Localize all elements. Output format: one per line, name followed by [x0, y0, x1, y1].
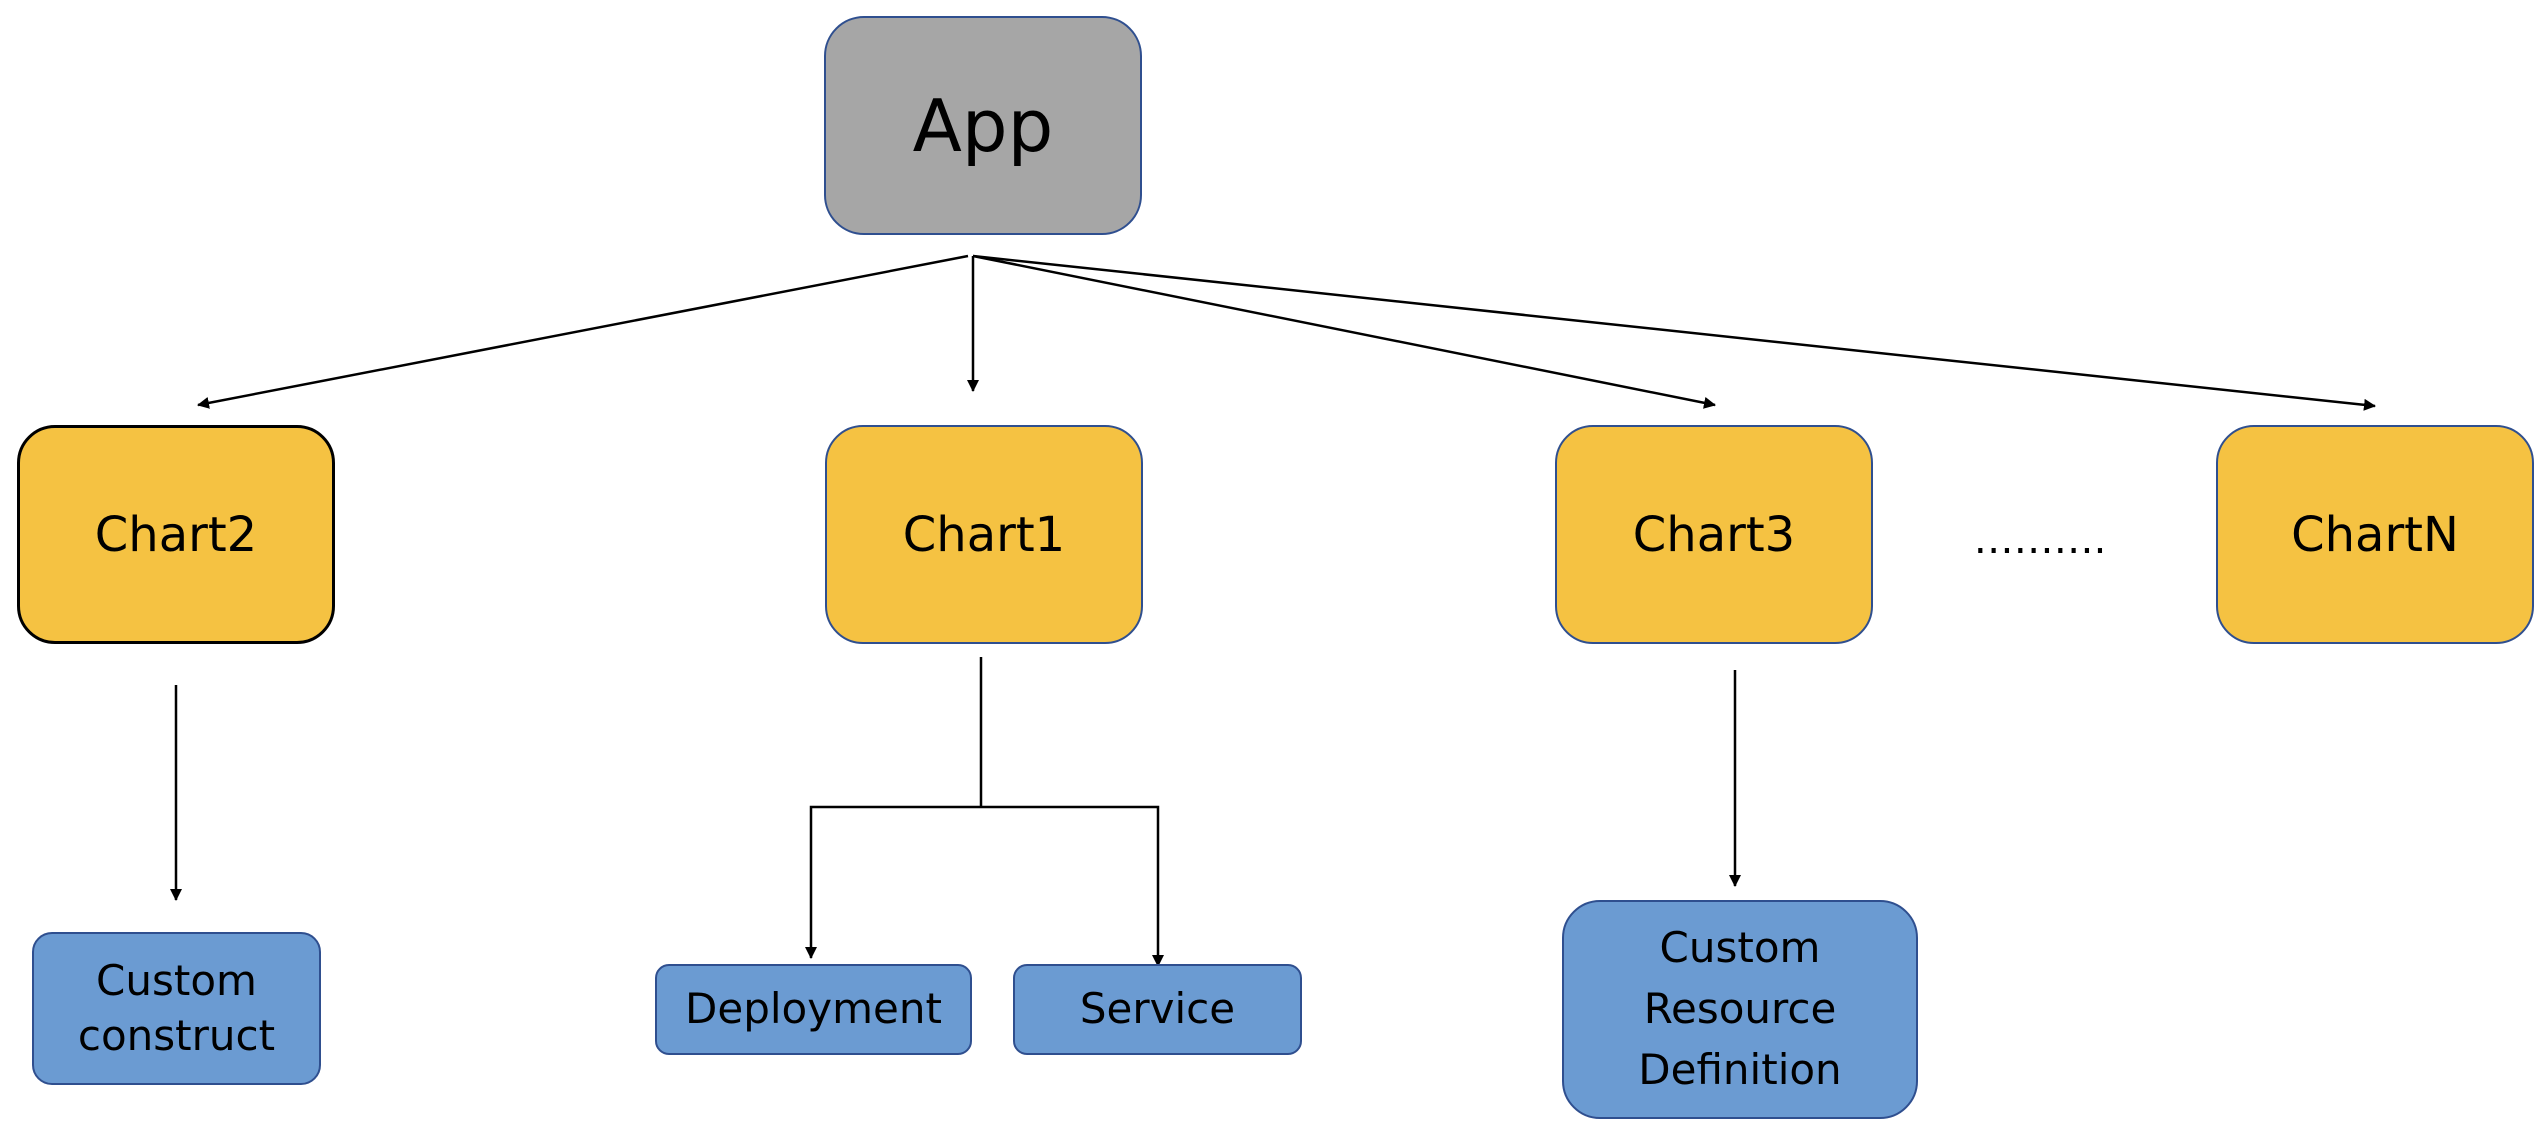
arrow-app-to-chartn	[972, 254, 2376, 411]
arrow-chart1-to-deployment	[805, 805, 981, 959]
service-node: Service	[1013, 964, 1302, 1055]
custom-construct-node-label: Custom construct	[77, 955, 276, 1060]
custom-construct-node: Custom construct	[32, 932, 321, 1085]
arrow-app-to-chart2	[197, 254, 969, 409]
chart1-node: Chart1	[825, 425, 1143, 644]
service-node-label: Service	[1079, 984, 1236, 1034]
app-node: App	[824, 16, 1142, 235]
custom-resource-definition-node: Custom Resource Definition	[1562, 900, 1918, 1119]
app-node-label: App	[912, 83, 1054, 168]
custom-resource-definition-node-label: Custom Resource Definition	[1638, 923, 1842, 1094]
arrow-chart1-to-service	[981, 805, 1164, 967]
chart2-node: Chart2	[17, 425, 335, 644]
chart1-node-label: Chart1	[902, 506, 1066, 563]
deployment-node: Deployment	[655, 964, 972, 1055]
chartn-node: ChartN	[2216, 425, 2534, 644]
ellipsis-more-charts: ……….	[1973, 517, 2107, 563]
chart3-node: Chart3	[1555, 425, 1873, 644]
chart2-node-label: Chart2	[94, 506, 258, 563]
deployment-node-label: Deployment	[685, 984, 942, 1034]
chartn-node-label: ChartN	[2291, 506, 2459, 563]
chart3-node-label: Chart3	[1632, 506, 1796, 563]
arrow-app-to-chart3	[972, 254, 1716, 409]
